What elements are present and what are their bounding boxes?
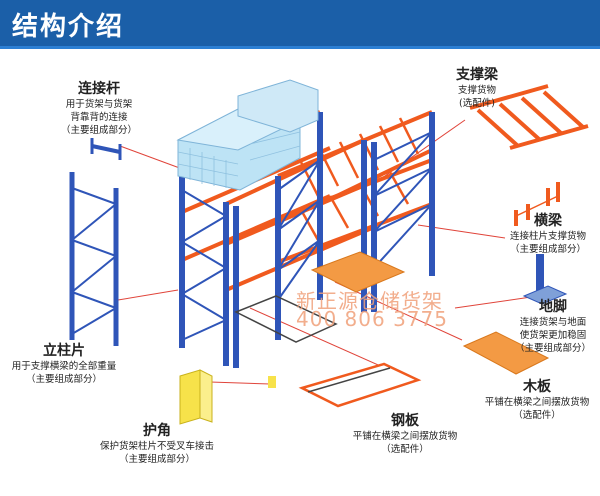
label-foot-desc3: （主要组成部分） (514, 343, 591, 354)
label-connector-desc1: 用于货架与货架 (65, 99, 133, 110)
label-guard-desc1: 保护货架柱片不受叉车接击 (99, 441, 214, 452)
rack-upright-bracing (180, 131, 433, 341)
steel-board-part (298, 362, 422, 408)
leader-line-foot (454, 295, 539, 309)
leader-line-guard (209, 381, 271, 385)
label-foot: 地脚 连接货架与地面 使货架更加稳固 （主要组成部分） (508, 298, 598, 355)
cargo-boxes (176, 79, 319, 191)
label-cross-beam-title: 横梁 (534, 213, 562, 229)
cross-beam-part (514, 182, 560, 226)
label-wood-board-desc2: （选配件） (513, 410, 561, 421)
page-title: 结构介绍 (12, 12, 125, 42)
label-upright-desc2: （主要组成部分） (25, 374, 102, 385)
label-foot-title: 地脚 (539, 299, 567, 315)
leader-lines (117, 119, 539, 385)
label-cross-beam-desc2: （主要组成部分） (509, 244, 586, 255)
label-upright-title: 立柱片 (43, 343, 85, 359)
wood-board-part (462, 331, 550, 375)
label-cross-beam: 横梁 连接柱片支撑货物 （主要组成部分） (498, 212, 598, 256)
label-steel-board: 钢板 平铺在横梁之间摆放货物 （选配件） (340, 412, 470, 456)
label-connector: 连接杆 用于货架与货架 背靠背的连接 （主要组成部分） (44, 80, 154, 137)
label-support-beam-title: 支撑梁 (456, 67, 498, 83)
leader-line-connector (119, 145, 186, 171)
label-upright-desc1: 用于支撑横梁的全部重量 (11, 361, 117, 372)
rack-steel-deck (234, 295, 338, 343)
label-wood-board-desc1: 平铺在横梁之间摆放货物 (484, 397, 590, 408)
support-beam-part (469, 84, 589, 150)
label-steel-board-title: 钢板 (391, 413, 419, 429)
label-steel-board-desc2: （选配件） (381, 444, 429, 455)
rack-wood-board (310, 251, 406, 293)
label-connector-desc3: （主要组成部分） (60, 125, 137, 136)
guard-part (179, 369, 213, 425)
leader-line-upright (117, 289, 179, 301)
label-wood-board: 木板 平铺在横梁之间摆放货物 （选配件） (476, 378, 598, 422)
watermark-company: 新正源仓储货架 (296, 289, 443, 313)
header-underline (0, 46, 600, 49)
label-foot-desc2: 使货架更加稳固 (519, 330, 587, 341)
connector-part (90, 138, 122, 160)
rack-guard-feet (268, 376, 276, 388)
label-connector-desc2: 背靠背的连接 (70, 112, 128, 123)
label-wood-board-title: 木板 (523, 379, 551, 395)
label-support-beam: 支撑梁 支撑货物 (选配件) (432, 66, 522, 110)
label-guard: 护角 保护货架柱片不受叉车接击 （主要组成部分） (82, 422, 232, 466)
label-cross-beam-desc1: 连接柱片支撑货物 (509, 231, 586, 242)
label-guard-title: 护角 (143, 423, 171, 439)
foot-part (522, 254, 568, 305)
label-support-beam-desc2: (选配件) (459, 98, 495, 109)
label-foot-desc1: 连接货架与地面 (519, 317, 587, 328)
label-steel-board-desc1: 平铺在横梁之间摆放货物 (352, 431, 458, 442)
watermark-phone: 400 806 3775 (296, 307, 448, 331)
label-guard-desc2: （主要组成部分） (118, 454, 195, 465)
leader-line-steel-board (249, 307, 386, 369)
label-upright: 立柱片 用于支撑横梁的全部重量 （主要组成部分） (2, 342, 126, 386)
upright-frame-part (69, 172, 119, 346)
page-header: 结构介绍 (0, 0, 600, 49)
label-support-beam-desc1: 支撑货物 (457, 85, 496, 96)
label-connector-title: 连接杆 (78, 81, 120, 97)
